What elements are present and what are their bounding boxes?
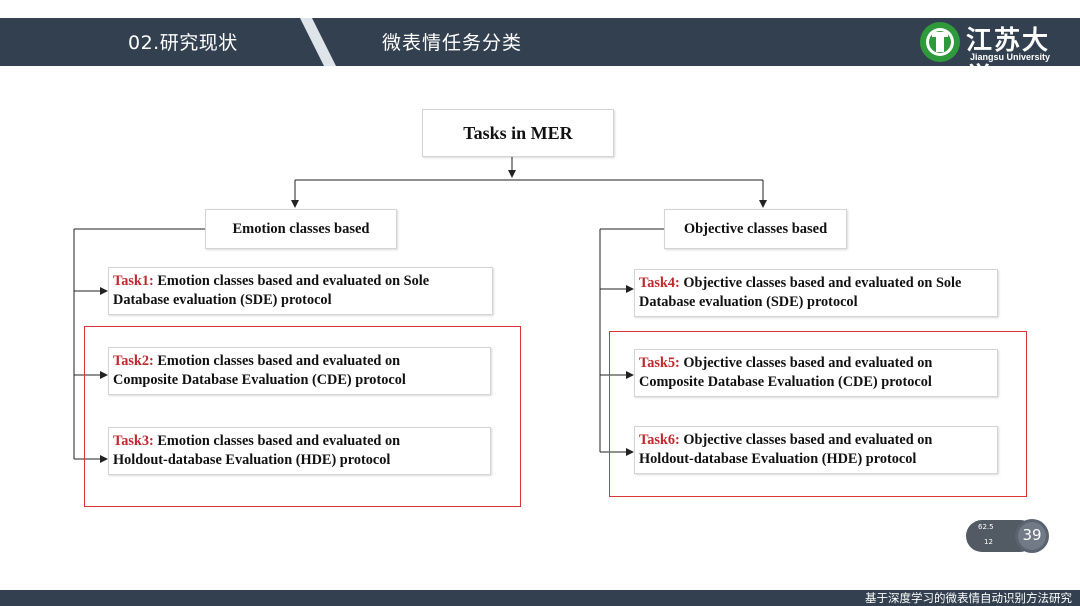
task-id: Task4: [639, 275, 680, 291]
task-id: Task3: [113, 433, 154, 449]
task-text: Emotion classes based and evaluated on [153, 433, 401, 449]
section-label: 02.研究现状 [128, 32, 238, 54]
task-text: Emotion classes based and evaluated on [153, 353, 401, 369]
task-text: Emotion classes based and evaluated on S… [153, 273, 430, 289]
page-number: 39 [1022, 526, 1042, 544]
task-text: Composite Database Evaluation (CDE) prot… [113, 372, 406, 388]
task-id: Task1: [113, 273, 154, 289]
task-text: Objective classes based and evaluated on [679, 355, 933, 371]
page-badge[interactable]: 62.5 12 39 [966, 518, 1050, 554]
task-node-1: Task1: Emotion classes based and evaluat… [108, 267, 493, 315]
root-node: Tasks in MER [422, 109, 614, 157]
task-node-2: Task2: Emotion classes based and evaluat… [108, 347, 491, 395]
badge-background [966, 519, 1049, 553]
footer-bar: 基于深度学习的微表情自动识别方法研究 [0, 590, 1080, 606]
university-name: 江苏大学 [966, 26, 1051, 93]
university-emblem-icon [920, 22, 960, 62]
task-text: Objective classes based and evaluated on [679, 432, 933, 448]
badge-stat-2: 12 [984, 538, 993, 546]
task-node-6: Task6: Objective classes based and evalu… [634, 426, 998, 474]
task-node-3: Task3: Emotion classes based and evaluat… [108, 427, 491, 475]
badge-stat-1: 62.5 [978, 523, 994, 531]
task-node-4: Task4: Objective classes based and evalu… [634, 269, 998, 317]
footer-text: 基于深度学习的微表情自动识别方法研究 [865, 591, 1072, 605]
task-id: Task2: [113, 353, 154, 369]
highlight-frame-emotion [84, 326, 521, 507]
category-objective: Objective classes based [664, 209, 847, 249]
category-emotion: Emotion classes based [205, 209, 397, 249]
task-text: Holdout-database Evaluation (HDE) protoc… [639, 451, 917, 467]
page-title: 微表情任务分类 [382, 32, 523, 54]
task-text: Database evaluation (SDE) protocol [639, 294, 858, 310]
task-text: Composite Database Evaluation (CDE) prot… [639, 374, 932, 390]
university-name-en: Jiangsu University [970, 52, 1051, 62]
task-text: Database evaluation (SDE) protocol [113, 292, 332, 308]
task-text: Objective classes based and evaluated on… [679, 275, 962, 291]
header-background [0, 18, 1080, 66]
university-logo: 江苏大学 Jiangsu University [918, 20, 1068, 93]
highlight-frame-objective [609, 331, 1027, 497]
task-id: Task5: [639, 355, 680, 371]
task-node-5: Task5: Objective classes based and evalu… [634, 349, 998, 397]
task-text: Holdout-database Evaluation (HDE) protoc… [113, 452, 391, 468]
header-bar: 02.研究现状 微表情任务分类 江苏大学 Jiangsu University [0, 0, 1080, 93]
task-id: Task6: [639, 432, 680, 448]
